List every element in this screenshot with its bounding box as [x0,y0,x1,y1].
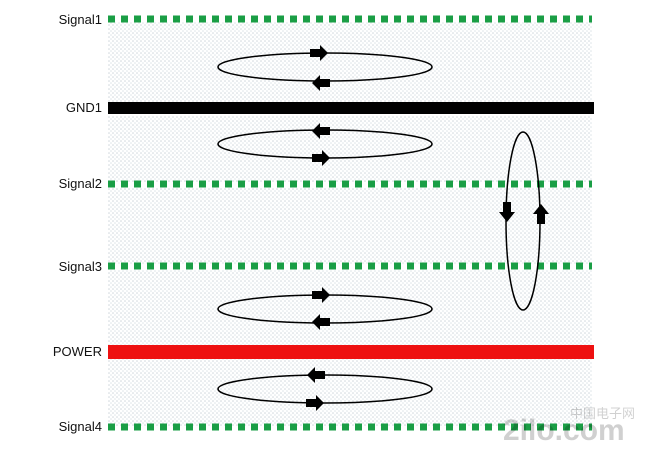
layer-label-signal4: Signal4 [58,419,102,434]
watermark: 2ilo.com 中国电子网 [503,407,635,447]
dielectric-signal2-signal3 [108,188,592,264]
watermark-subtext: 中国电子网 [570,407,635,422]
arrow-right-icon [306,395,324,411]
arrow-left-icon [307,367,325,383]
dielectric-signal1-gnd1 [108,22,592,103]
dielectric-gnd1-signal2 [108,116,592,182]
layer-label-signal2: Signal2 [58,176,102,191]
layer-label-signal3: Signal3 [58,259,102,274]
watermark-logo: 2ilo.com [503,414,625,447]
loop-gnd1-signal2 [217,123,433,166]
loop-signal3-power [217,287,433,330]
arrow-left-icon [312,75,330,91]
arrow-right-icon [312,150,330,166]
layer-label-gnd1: GND1 [65,100,102,115]
layer-label-signal1: Signal1 [58,12,102,27]
loop-signal1-gnd1 [217,45,433,91]
power-plane [108,345,594,359]
arrow-right-icon [310,45,328,61]
arrow-right-icon [312,287,330,303]
dielectric-power-signal4 [108,359,592,426]
arrow-down-icon [499,202,515,222]
gnd1-plane [108,102,594,114]
layer-label-power: POWER [52,344,102,359]
loop-power-signal4 [217,367,433,411]
arrow-up-icon [533,204,549,224]
arrow-left-icon [312,123,330,139]
arrow-left-icon [312,314,330,330]
loop-signal2-signal3 [499,131,549,311]
